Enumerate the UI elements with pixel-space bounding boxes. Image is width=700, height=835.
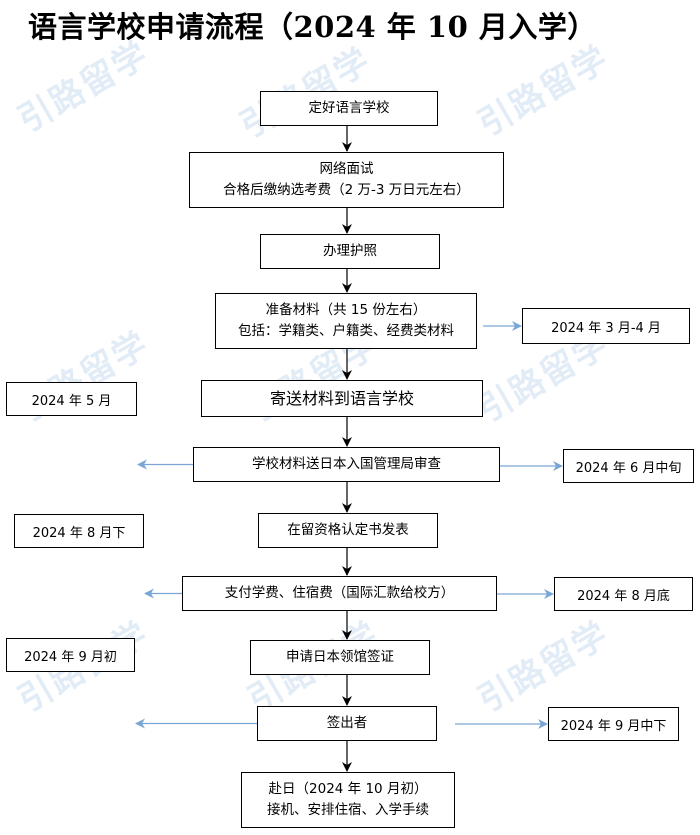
step-text: 支付学费、住宿费（国际汇款给校方） [224,585,455,601]
step-text: 网络面试 [319,161,374,177]
timeline-box: 2024 年 5 月 [6,382,137,416]
step-text: 包括：学籍类、户籍类、经费类材料 [238,323,454,339]
step-box-visa-issued: 签出者 [257,706,437,741]
step-box-interview: 网络面试 合格后缴纳选考费（2 万-3 万日元左右） [189,152,504,208]
step-text: 学校材料送日本入国管理局审查 [252,456,441,472]
page-title: 语言学校申请流程（2024 年 10 月入学） [28,10,597,44]
step-box-coe-issued: 在留资格认定书发表 [258,513,438,548]
step-text: 赴日（2024 年 10 月初） [268,781,428,797]
timeline-box: 2024 年 9 月中下 [548,707,679,741]
step-text: 办理护照 [323,243,377,259]
step-box-choose-school: 定好语言学校 [260,91,438,126]
step-box-prepare-documents: 准备材料（共 15 份左右） 包括：学籍类、户籍类、经费类材料 [215,293,477,349]
timeline-box: 2024 年 8 月底 [554,577,693,611]
step-box-arrive-japan: 赴日（2024 年 10 月初） 接机、安排住宿、入学手续 [241,772,455,828]
step-box-passport: 办理护照 [260,234,440,269]
step-box-pay-tuition: 支付学费、住宿费（国际汇款给校方） [182,576,497,611]
step-text: 申请日本领馆签证 [286,649,394,665]
step-text: 签出者 [326,715,368,731]
step-text: 准备材料（共 15 份左右） [265,302,427,318]
step-text: 寄送材料到语言学校 [269,389,414,408]
step-box-visa-application: 申请日本领馆签证 [250,640,430,675]
step-text: 接机、安排住宿、入学手续 [267,802,429,818]
step-text: 合格后缴纳选考费（2 万-3 万日元左右） [223,182,470,198]
timeline-box: 2024 年 3 月-4 月 [522,308,690,344]
step-box-send-documents: 寄送材料到语言学校 [201,380,483,417]
step-text: 定好语言学校 [308,100,390,116]
step-box-immigration-review: 学校材料送日本入国管理局审查 [193,447,500,482]
timeline-box: 2024 年 8 月下 [14,514,144,548]
timeline-box: 2024 年 6 月中旬 [563,449,694,483]
step-text: 在留资格认定书发表 [287,522,409,538]
timeline-box: 2024 年 9 月初 [6,638,135,672]
